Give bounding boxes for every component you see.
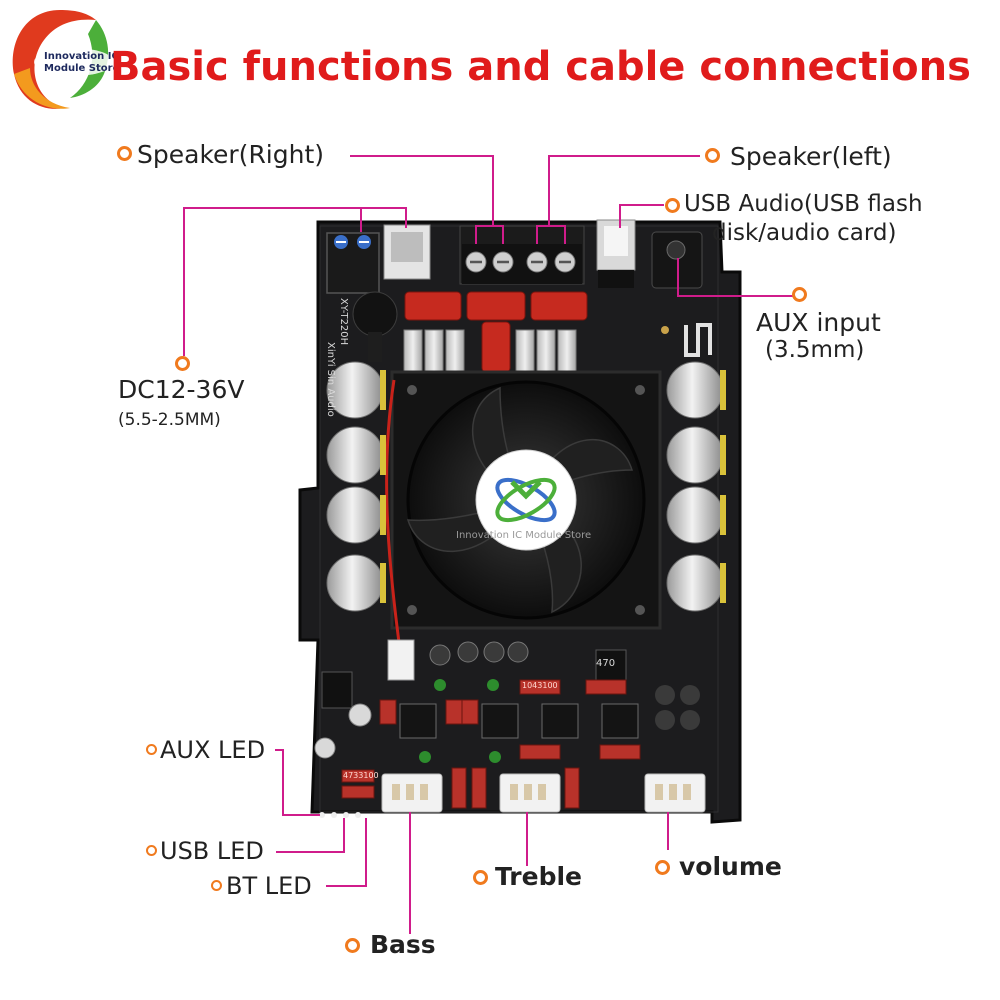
label-volume: volume [679,852,782,881]
fan-logo-text: Innovation IC Module Store [456,530,592,541]
brand-logo: Innovation IC Module Store [4,4,120,114]
board-cap-code-b: 4733100 [343,771,379,780]
label-bass: Bass [370,930,436,959]
bullet-speaker-right [117,146,132,161]
board-cap-code-a: 1043100 [522,681,558,690]
lower-components [314,639,706,818]
label-bt-led: BT LED [226,872,312,900]
board-inductor-mark: 470 [596,658,616,669]
label-speaker-left: Speaker(left) [730,142,892,171]
bullet-usb-led [146,845,157,856]
capacitors-left [326,361,386,612]
label-dc-power: DC12-36V [118,375,245,404]
bluetooth-antenna-icon [661,323,712,357]
bullet-aux-led [146,744,157,755]
label-usb-led: USB LED [160,837,264,865]
cooling-fan [385,370,662,651]
heatsink [403,329,577,373]
bullet-bt-led [211,880,222,891]
label-usb-audio-line2: disk/audio card) [712,220,897,246]
bullet-dc-power [175,356,190,371]
label-dc-plug: (5.5-2.5MM) [118,410,221,430]
brand-name-line2: Module Store [44,63,120,74]
bullet-usb-audio [665,198,680,213]
label-aux-input-line1: AUX input [756,308,881,337]
label-usb-audio-line1: USB Audio(USB flash [684,191,923,217]
capacitors-right [666,361,726,612]
board-model-text: XY-T220H [338,298,349,346]
dc-power-connector [326,224,431,294]
inductor-round [352,291,398,362]
board-maker-text: XinYi Sin Audio [325,342,336,417]
page-title: Basic functions and cable connections [110,44,971,90]
bullet-volume [655,860,670,875]
label-aux-input-line2: (3.5mm) [765,337,865,363]
bullet-treble [473,870,488,885]
brand-name-line1: Innovation IC [44,51,119,62]
bullet-bass [345,938,360,953]
speaker-terminal-block [459,225,585,285]
usb-port [596,219,636,288]
fan-logo-icon [495,477,557,523]
leaf-logo-icon [12,10,114,109]
leader-lines [183,155,793,934]
bullet-speaker-left [705,148,720,163]
film-capacitors [404,291,588,373]
label-speaker-right: Speaker(Right) [137,140,325,169]
label-treble: Treble [495,862,583,891]
label-aux-led: AUX LED [160,736,266,764]
bullet-aux-input [792,287,807,302]
